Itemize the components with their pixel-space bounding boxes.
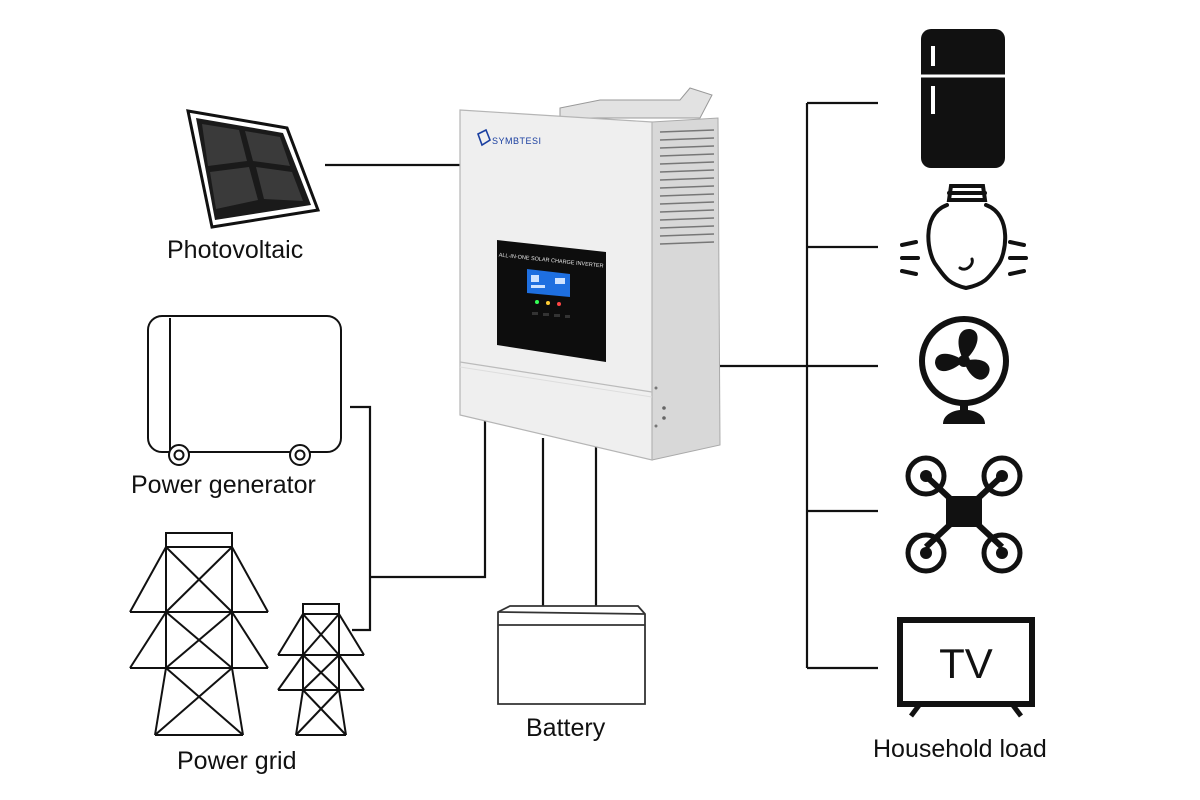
tv-icon: TV <box>897 617 1035 718</box>
small-tower <box>277 603 365 736</box>
side-vents <box>659 129 715 245</box>
tv-text: TV <box>939 640 993 687</box>
light-bulb-icon <box>900 184 1028 291</box>
fan-icon <box>919 316 1009 424</box>
power-grid-label: Power grid <box>177 747 297 775</box>
fridge-icon <box>921 29 1005 168</box>
photovoltaic-label: Photovoltaic <box>167 236 304 264</box>
solar-panel-icon <box>186 109 321 229</box>
power-generator-label: Power generator <box>131 471 316 499</box>
drone-icon <box>905 455 1023 574</box>
inverter-unit: ALL-IN-ONE SOLAR CHARGE INVERTER SYMBTES… <box>459 87 721 461</box>
connection-lines <box>325 101 878 670</box>
power-grid-towers-icon <box>129 532 365 736</box>
power-generator-icon <box>147 315 342 466</box>
battery-label: Battery <box>526 714 606 742</box>
large-tower <box>129 532 269 736</box>
brand-logo: SYMBTESI <box>477 128 542 147</box>
brand-name: SYMBTESI <box>492 136 542 146</box>
generator-bus-line <box>350 405 372 632</box>
household-load-label: Household load <box>873 735 1047 763</box>
source-to-inverter-line <box>370 420 487 579</box>
battery-icon <box>497 605 646 705</box>
display-bezel <box>497 240 606 362</box>
